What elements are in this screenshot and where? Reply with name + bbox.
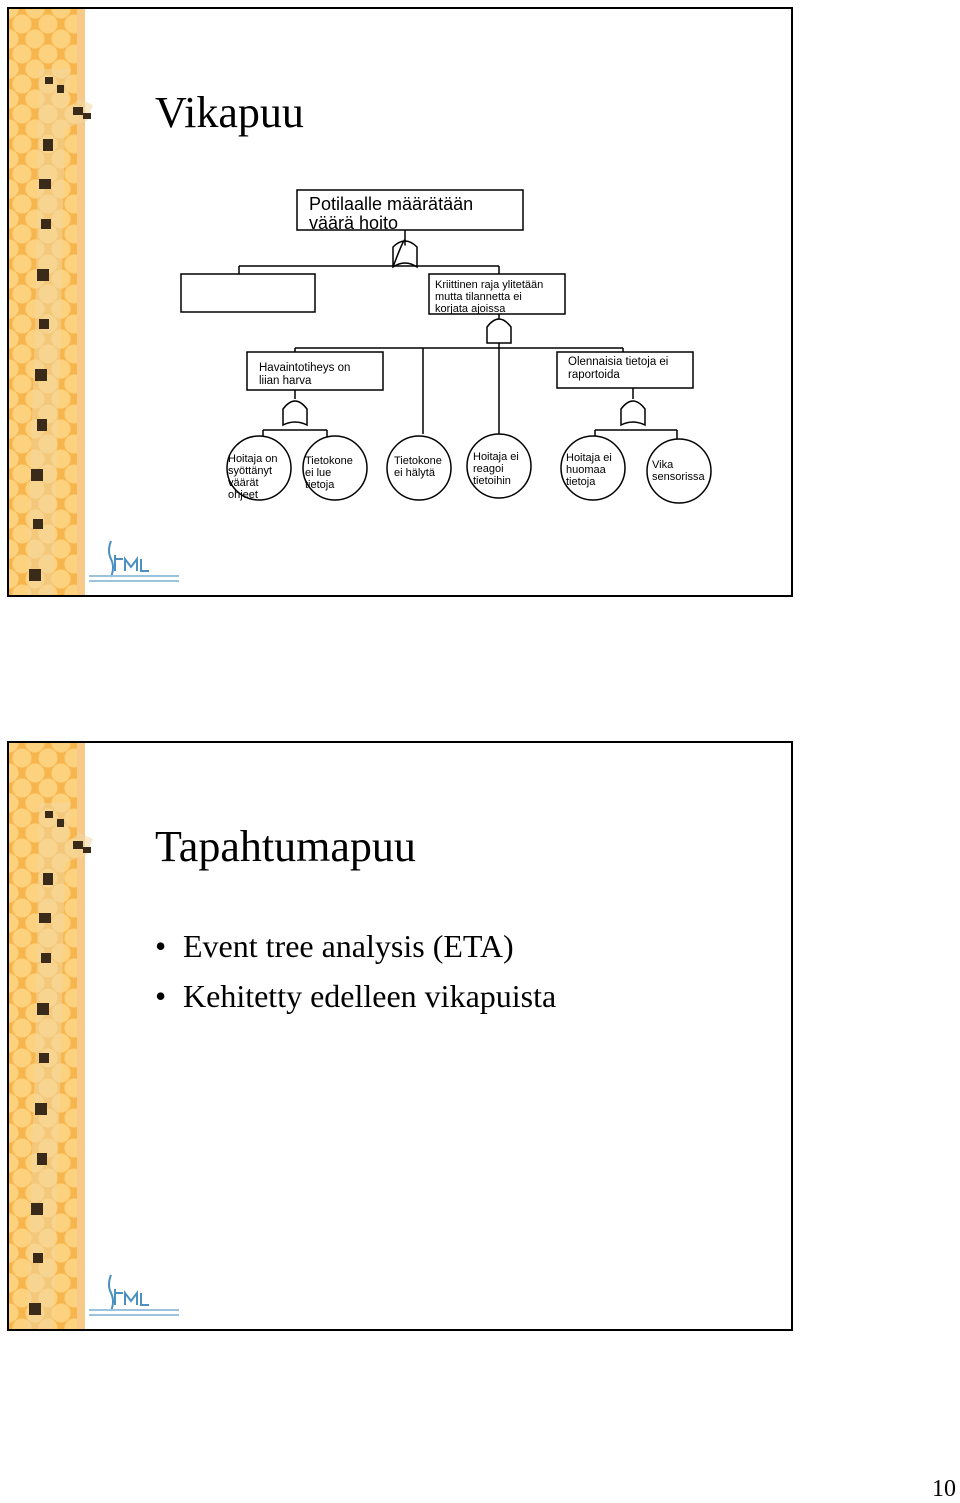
slide-vikapuu: Vikapuu	[7, 7, 793, 597]
basic-event-text: Hoitaja ei huomaa tietoja	[566, 452, 615, 488]
fml-logo	[89, 1274, 179, 1316]
basic-event-circle	[302, 435, 368, 501]
or-gate-left-icon	[282, 400, 308, 427]
slide-title: Vikapuu	[155, 88, 304, 137]
basic-event-circle	[386, 435, 452, 501]
left-event-text: Havaintotiheys on liian harva	[259, 362, 354, 387]
basic-event-circle	[560, 435, 626, 501]
right-event-text: Olennaisia tietoja ei raportoida	[568, 356, 672, 381]
slide-tapahtumapuu: Tapahtumapuu •Event tree analysis (ETA) …	[7, 741, 793, 1331]
or-gate-icon	[392, 239, 418, 269]
basic-event-text: Tietokone ei hälytä	[394, 455, 445, 479]
bullet-item: •Kehitetty edelleen vikapuista	[155, 971, 556, 1021]
or-gate-right-icon	[620, 400, 646, 427]
basic-event-text: Vika sensorissa	[652, 459, 705, 483]
bullet-item: •Event tree analysis (ETA)	[155, 921, 556, 971]
strip-edge	[77, 743, 85, 1329]
basic-event-text: Hoitaja ei reagoi tietoihin	[473, 451, 522, 487]
fault-tree-diagram: Potilaalle määrätään väärä hoito Kriitti…	[180, 189, 712, 504]
slide-title: Tapahtumapuu	[155, 822, 416, 871]
basic-event-text: Tietokone ei lue tietoja	[305, 455, 356, 491]
left-event-box	[246, 351, 384, 391]
fml-logo	[89, 540, 179, 582]
bullet-list: •Event tree analysis (ETA) •Kehitetty ed…	[155, 921, 556, 1021]
basic-event-circle	[646, 438, 712, 504]
and-gate-icon	[486, 318, 512, 344]
mid-event-text: Kriittinen raja ylitetään mutta tilannet…	[435, 279, 546, 315]
bullet-dot-icon: •	[155, 978, 167, 1014]
top-event-text: Potilaalle määrätään väärä hoito	[309, 194, 478, 233]
basic-event-text: Hoitaja on syöttänyt väärät ohjeet	[228, 453, 281, 501]
mid-event-box	[428, 273, 566, 315]
giraffe-decoration	[27, 803, 93, 1329]
bullet-dot-icon: •	[155, 928, 167, 964]
empty-event-box	[180, 273, 316, 313]
right-event-box	[556, 351, 694, 389]
strip-edge	[77, 9, 85, 595]
giraffe-decoration	[27, 69, 93, 595]
top-event-box	[296, 189, 524, 231]
page-number: 10	[932, 1476, 956, 1502]
basic-event-circle	[226, 435, 292, 501]
basic-event-circle	[466, 433, 532, 499]
